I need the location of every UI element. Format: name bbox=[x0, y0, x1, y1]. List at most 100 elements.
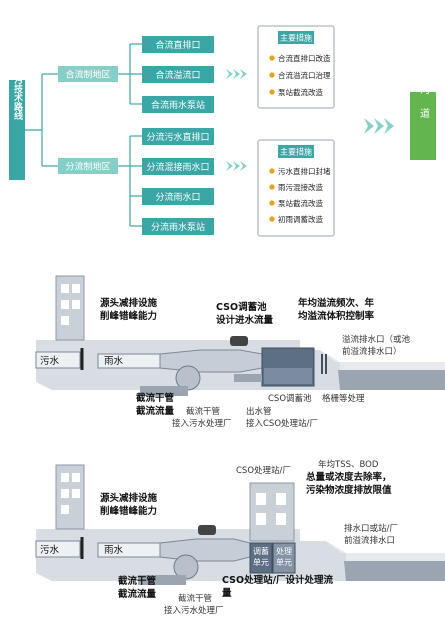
combined-pipe bbox=[159, 538, 251, 562]
river-water bbox=[344, 561, 445, 581]
root-box bbox=[9, 80, 25, 180]
storage-unit-label: 调蓄 bbox=[253, 546, 269, 556]
building-window bbox=[72, 300, 80, 309]
item-label: 分流混接雨水口 bbox=[146, 161, 209, 173]
group-combined-connectors bbox=[118, 43, 142, 105]
source-control-label: 削峰错峰能力 bbox=[100, 310, 157, 322]
interceptor-pipe bbox=[140, 386, 188, 396]
item-box bbox=[142, 218, 214, 235]
outlet-pipe-label: 出水管 bbox=[246, 406, 272, 417]
item-label: 分流雨水口 bbox=[155, 191, 200, 203]
source-control-label: 源头减排设施 bbox=[100, 492, 158, 504]
sewage-pipe bbox=[35, 540, 81, 558]
chevron-right-icon bbox=[364, 118, 394, 134]
bullet-icon bbox=[269, 200, 275, 206]
sewage-label: 污水 bbox=[40, 544, 60, 556]
outlet-pipe-label: 接入CSO处理站/厂 bbox=[246, 418, 318, 429]
building-window bbox=[61, 473, 69, 482]
river-label: 河道 bbox=[418, 84, 430, 132]
root-label: 沿河截污技术路线 bbox=[12, 47, 24, 121]
item-box bbox=[142, 188, 214, 205]
interceptor-main-label: 截流流量 bbox=[136, 405, 175, 417]
measure-item: 泵站截流改造 bbox=[278, 198, 323, 208]
river-box bbox=[410, 92, 436, 160]
measure-item: 雨污混接改造 bbox=[278, 182, 323, 192]
source-control-label: 削峰错峰能力 bbox=[100, 505, 157, 517]
treatment-unit-label: 处理 bbox=[276, 546, 292, 556]
treatment-unit bbox=[272, 542, 296, 574]
building-window bbox=[61, 316, 69, 325]
interceptor-to-plant-label: 接入污水处理厂 bbox=[172, 418, 232, 429]
rain-label: 雨水 bbox=[104, 355, 124, 367]
cso-design-flow-label: CSO处理站/厂设计处理流 bbox=[222, 574, 334, 586]
root-connectors bbox=[25, 73, 58, 167]
cso-station-diagram: 调蓄 单元 处理 单元 污水 雨水 源头减排设施 削峰错峰能力 CSO处理站/厂… bbox=[35, 459, 445, 616]
measures-title: 主要措施 bbox=[280, 147, 312, 157]
interceptor-main-label: 截流干管 bbox=[136, 392, 175, 404]
interceptor-main-label: 截流干管 bbox=[118, 575, 157, 587]
item-label: 合流雨水泵站 bbox=[151, 99, 205, 111]
grille-label: 格栅等处理 bbox=[322, 393, 365, 404]
item-label: 分流雨水泵站 bbox=[151, 221, 205, 233]
bullet-icon bbox=[269, 168, 275, 174]
measures-title-box bbox=[278, 31, 314, 44]
group-separate-label: 分流制地区 bbox=[65, 161, 110, 173]
chevron-right-icon bbox=[226, 161, 247, 171]
bullet-icon bbox=[269, 216, 275, 222]
outfall-label: 溢流排水口（或池 bbox=[342, 334, 411, 345]
annual-tss-label: 污染物浓度排放限值 bbox=[306, 484, 392, 496]
building-window bbox=[72, 489, 80, 498]
cso-storage-diagram: 污水 雨水 源头减排设施 削峰错峰能力 CSO调蓄池 设计进水流量 年均溢流频次… bbox=[35, 275, 445, 429]
storage-unit bbox=[249, 542, 273, 574]
item-box bbox=[142, 96, 214, 113]
bullet-icon bbox=[269, 72, 275, 78]
interceptor-pipe bbox=[138, 575, 186, 585]
building-window bbox=[72, 473, 80, 482]
measures-panel bbox=[257, 25, 335, 109]
outlet-pipe bbox=[234, 374, 262, 382]
measure-item: 合流直排口改造 bbox=[278, 53, 331, 63]
building-window bbox=[256, 493, 266, 505]
river-water bbox=[338, 370, 445, 390]
chevron-right-icon bbox=[226, 69, 247, 79]
item-label: 合流直排口 bbox=[155, 39, 200, 51]
building-window bbox=[256, 513, 266, 525]
technical-route-tree: 沿河截污技术路线 合流制地区 分流制地区 合流直排口 合流溢流口 合流雨水泵站 … bbox=[9, 25, 436, 237]
sewage-pipe bbox=[35, 351, 81, 369]
building-window bbox=[61, 505, 69, 514]
building-window bbox=[276, 493, 286, 505]
measure-item: 污水直排口封堵 bbox=[278, 166, 331, 176]
measure-item: 初雨调蓄改造 bbox=[278, 214, 323, 224]
cso-tank-design-label: 设计进水流量 bbox=[216, 314, 274, 326]
treatment-unit-label: 单元 bbox=[276, 557, 292, 567]
cso-tank-water bbox=[264, 368, 312, 384]
annual-overflow-label: 均溢流体积控制率 bbox=[298, 310, 375, 322]
measures-panel bbox=[257, 139, 335, 237]
car bbox=[198, 525, 216, 535]
bullet-icon bbox=[269, 55, 275, 61]
building-window bbox=[276, 513, 286, 525]
group-separate-connectors bbox=[118, 135, 142, 227]
item-box bbox=[142, 66, 214, 83]
annual-tss-label: 年均TSS、BOD bbox=[318, 459, 379, 470]
measure-item: 合流溢流口治理 bbox=[278, 70, 331, 80]
building-window bbox=[72, 284, 80, 293]
item-box bbox=[142, 36, 214, 53]
building-window bbox=[61, 300, 69, 309]
cso-tank-label: CSO调蓄池 bbox=[268, 393, 312, 404]
cso-tank-design-label: CSO调蓄池 bbox=[216, 301, 267, 313]
annual-tss-label: 总量或浓度去除率， bbox=[306, 471, 392, 483]
rain-label: 雨水 bbox=[104, 544, 124, 556]
building-window bbox=[61, 489, 69, 498]
car bbox=[230, 336, 248, 346]
annual-overflow-label: 年均溢流频次、年 bbox=[298, 297, 375, 309]
building-window bbox=[61, 284, 69, 293]
item-label: 合流溢流口 bbox=[155, 69, 200, 81]
measure-item: 泵站截流改造 bbox=[278, 87, 323, 97]
interceptor-to-plant-label: 截流干管 bbox=[178, 593, 212, 604]
interceptor-main-label: 截流流量 bbox=[118, 588, 157, 600]
outfall-label: 排水口或站/厂 bbox=[344, 523, 398, 534]
outfall-label: 前溢流排水口） bbox=[342, 346, 402, 357]
interceptor-to-plant-label: 接入污水处理厂 bbox=[164, 605, 224, 616]
storage-unit-label: 单元 bbox=[253, 557, 269, 567]
